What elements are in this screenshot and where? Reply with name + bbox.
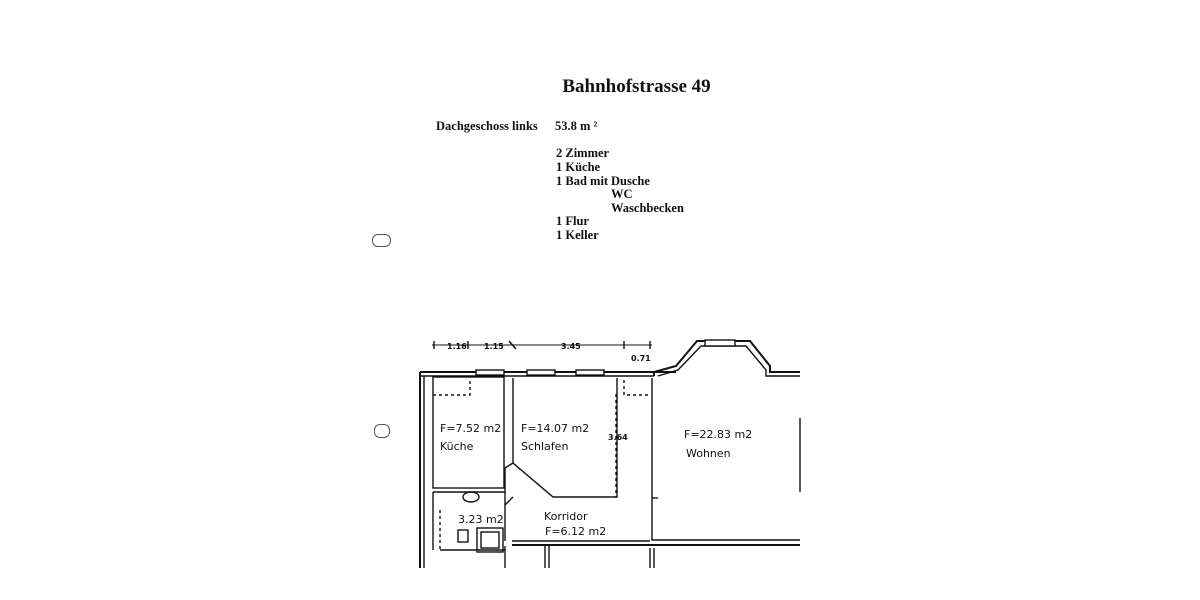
rooms-flur: 1 Flur bbox=[556, 214, 589, 228]
rooms-kueche: 1 Küche bbox=[556, 160, 601, 174]
korridor-name: Korridor bbox=[544, 510, 588, 523]
floor-label: Dachgeschoss links bbox=[436, 119, 538, 133]
bad-area: 3.23 m2 bbox=[458, 513, 504, 526]
rooms-bad: 1 Bad mit bbox=[556, 174, 609, 188]
page-title: Bahnhofstrasse 49 bbox=[562, 76, 711, 97]
korridor-area: F=6.12 m2 bbox=[545, 525, 606, 538]
bad-item-waschbecken: Waschbecken bbox=[611, 201, 684, 215]
kueche-name: Küche bbox=[440, 440, 474, 453]
kueche-area: F=7.52 m2 bbox=[440, 422, 501, 435]
dim-3: 3.45 bbox=[561, 342, 581, 351]
dim-4: 0.71 bbox=[631, 354, 651, 363]
bad-item-dusche: Dusche bbox=[611, 174, 650, 188]
wohnen-area: F=22.83 m2 bbox=[684, 428, 752, 441]
dim-2: 1.15 bbox=[484, 342, 504, 351]
bad-item-wc: WC bbox=[611, 187, 633, 201]
dim-1: 1.16 bbox=[447, 342, 467, 351]
wohnen-name: Wohnen bbox=[686, 447, 731, 460]
dim-5: 3.64 bbox=[608, 433, 628, 442]
rooms-zimmer: 2 Zimmer bbox=[556, 146, 610, 160]
rooms-keller: 1 Keller bbox=[556, 228, 599, 242]
punch-hole-bottom bbox=[374, 424, 390, 438]
punch-hole-top bbox=[372, 234, 391, 247]
schlafen-name: Schlafen bbox=[521, 440, 568, 453]
schlafen-area: F=14.07 m2 bbox=[521, 422, 589, 435]
area-value: 53.8 m ² bbox=[555, 119, 598, 133]
